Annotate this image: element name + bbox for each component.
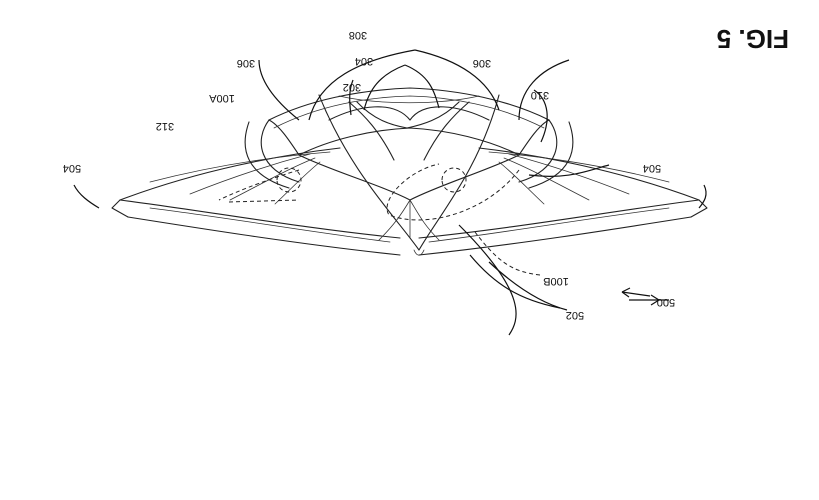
label-306-right: 306 [473, 57, 491, 69]
label-304: 304 [355, 55, 373, 67]
label-312: 312 [156, 120, 174, 132]
label-302: 302 [343, 81, 361, 93]
hidden-part-right [218, 167, 302, 203]
label-306-left: 306 [237, 57, 255, 69]
label-310: 310 [531, 89, 549, 101]
hidden-part-left [386, 163, 520, 221]
label-500-arrow [621, 287, 651, 298]
label-500: 500 [657, 296, 675, 308]
left-lobe-outline [518, 119, 574, 189]
label-504-left: 504 [63, 162, 81, 174]
left-wing-outline [418, 147, 708, 256]
label-100A: 100A [208, 92, 234, 104]
lower-leaders [469, 231, 561, 309]
label-308: 308 [349, 29, 367, 41]
figure-caption: FIG. 5 [717, 24, 789, 54]
ref-labels: 308 304 302 306 306 310 100A 312 504 504… [63, 29, 675, 321]
drawing-rotated: FIG. 5 [73, 24, 789, 336]
label-502: 502 [566, 309, 584, 321]
label-100B: 100B [543, 275, 569, 287]
central-body-outline [268, 87, 550, 241]
leader-lines [73, 49, 707, 336]
right-wing-outline [111, 147, 401, 256]
label-504-right: 504 [643, 162, 661, 174]
